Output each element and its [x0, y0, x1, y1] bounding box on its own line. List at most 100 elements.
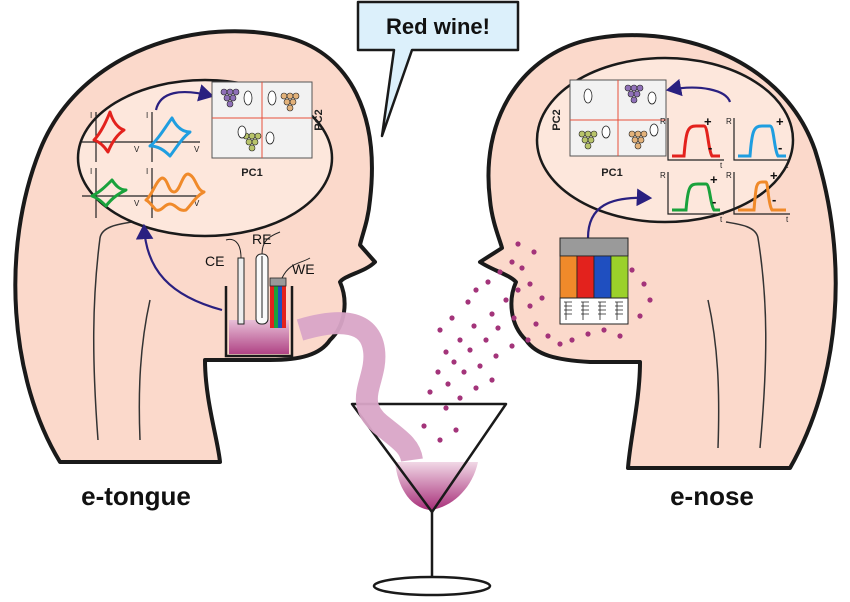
arrow-cv-to-pca: [154, 84, 215, 111]
aroma-particle: [629, 267, 635, 273]
cv-axis-y-label: I: [90, 111, 92, 120]
cv-curve-green: [90, 178, 128, 208]
left-head: [13, 29, 377, 464]
response-axis-x-label: t: [720, 215, 723, 224]
aroma-particle: [647, 297, 653, 303]
tongue-pca-panel: PC1 PC2: [211, 81, 325, 179]
aroma-particle: [461, 369, 467, 375]
aroma-particle: [483, 337, 489, 343]
aroma-particle: [443, 405, 449, 411]
aroma-particle: [519, 265, 525, 271]
glass-bowl: [350, 402, 508, 514]
response-plus-sign: +: [704, 114, 712, 129]
response-axis-y-label: R: [726, 117, 732, 126]
cv-axis-x-label: V: [194, 199, 200, 208]
nose-pca-panel: PC1 PC2: [551, 78, 732, 179]
aroma-particle: [473, 287, 479, 293]
aroma-particle: [489, 377, 495, 383]
sample-spot-icon: [237, 125, 247, 139]
gas-sensor-array: [559, 188, 653, 325]
sample-spot-icon: [265, 131, 275, 145]
aroma-particle: [465, 299, 471, 305]
response-axis-x-label: t: [720, 161, 723, 170]
aroma-particle: [525, 337, 531, 343]
sample-spot-icon: [243, 90, 253, 106]
left-head-inner-contour: [92, 221, 133, 441]
aroma-particle: [641, 281, 647, 287]
grape-cluster-icon: [220, 88, 240, 108]
response-curve-red: [672, 124, 720, 158]
aroma-particle: [601, 327, 607, 333]
aroma-particle: [511, 315, 517, 321]
response-axis-y-label: R: [726, 171, 732, 180]
aroma-particle: [477, 363, 483, 369]
cv-axis-x-label: V: [134, 199, 140, 208]
tongue-cv-plots: I V I V I V I V: [82, 84, 215, 218]
response-axis-x-label: t: [786, 161, 789, 170]
aroma-particle: [637, 313, 643, 319]
aroma-particle: [451, 359, 457, 365]
aroma-particle: [545, 333, 551, 339]
nose-pca-pc2-label: PC2: [551, 109, 563, 130]
grape-cluster-icon: [280, 92, 300, 112]
sample-spot-icon: [649, 123, 659, 137]
working-electrode-array: [269, 257, 311, 328]
response-minus-sign: -: [772, 192, 776, 207]
sample-spot-icon: [647, 91, 657, 105]
aroma-particle: [509, 343, 515, 349]
arrow-response-to-pca: [665, 78, 732, 103]
grape-cluster-icon: [242, 132, 262, 152]
sample-spot-icon: [583, 88, 593, 104]
aroma-particle: [437, 437, 443, 443]
aroma-particle: [435, 369, 441, 375]
aroma-particle: [527, 281, 533, 287]
beaker: [224, 286, 294, 358]
aroma-particle: [427, 389, 433, 395]
label-e-tongue: e-tongue: [81, 481, 191, 511]
aroma-particle: [437, 327, 443, 333]
aroma-particles: [421, 241, 653, 443]
nose-response-plots: R t R t R t R t + - + - + - + -: [660, 114, 790, 224]
aroma-particle: [617, 333, 623, 339]
aroma-particle: [493, 353, 499, 359]
aroma-particle: [515, 241, 521, 247]
cv-axis-x-label: V: [194, 145, 200, 154]
sample-spot-icon: [267, 90, 277, 106]
response-plus-sign: +: [776, 114, 784, 129]
aroma-particle: [503, 297, 509, 303]
cv-axis-y-label: I: [146, 167, 148, 176]
cv-curve-orange: [144, 172, 206, 212]
wine-liquid: [395, 462, 478, 510]
aroma-particle: [473, 385, 479, 391]
aroma-particle: [467, 347, 473, 353]
aroma-particle: [509, 259, 515, 265]
aroma-particle: [515, 287, 521, 293]
aroma-particle: [457, 395, 463, 401]
electrochemical-cell: CE RE WE: [135, 223, 315, 358]
label-working-electrode: WE: [292, 261, 315, 277]
aroma-particle: [421, 423, 427, 429]
response-minus-sign: -: [778, 140, 782, 155]
aroma-particle: [453, 427, 459, 433]
aroma-particle: [531, 249, 537, 255]
cv-axis-y-label: I: [146, 111, 148, 120]
response-minus-sign: -: [708, 140, 712, 155]
aroma-particle: [527, 303, 533, 309]
response-minus-sign: -: [712, 194, 716, 209]
label-e-nose: e-nose: [670, 481, 754, 511]
response-axis-y-label: R: [660, 117, 666, 126]
aroma-particle: [445, 381, 451, 387]
response-axis-x-label: t: [786, 215, 789, 224]
glass-base: [372, 575, 492, 597]
speech-bubble-text: Red wine!: [386, 14, 490, 39]
grape-cluster-icon: [624, 84, 644, 104]
nose-pca-pc1-label: PC1: [601, 167, 622, 179]
grape-cluster-icon: [578, 130, 598, 150]
aroma-particle: [495, 325, 501, 331]
arrow-sensor-to-brain: [586, 188, 653, 239]
cv-curve-red: [92, 110, 126, 154]
response-curve-green: [672, 182, 720, 212]
aroma-particle: [485, 279, 491, 285]
aroma-particle: [569, 337, 575, 343]
